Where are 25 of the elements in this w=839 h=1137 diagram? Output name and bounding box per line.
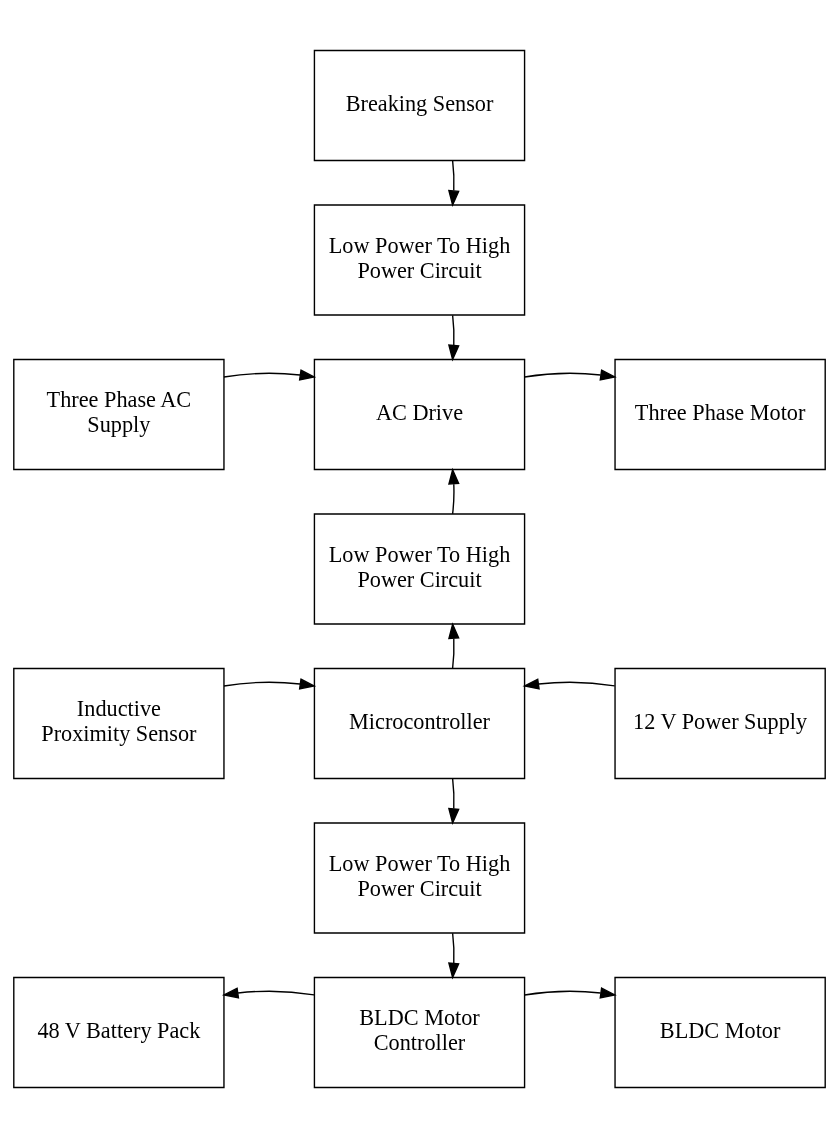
node-box: AC Drive: [313, 358, 526, 470]
arrow: [221, 986, 315, 999]
node-box: 12 V Power Supply: [614, 667, 826, 779]
arrow: [223, 677, 317, 690]
arrow: [447, 159, 460, 207]
arrow: [223, 368, 317, 381]
node-box: Breaking Sensor: [313, 49, 526, 161]
node-box: Low Power To High Power Circuit: [313, 821, 526, 934]
arrow: [447, 621, 460, 669]
arrow: [523, 986, 617, 999]
arrow: [447, 932, 460, 979]
node-box: Low Power To High Power Circuit: [313, 203, 526, 316]
arrow: [447, 467, 460, 515]
node-box: Inductive Proximity Sensor: [13, 667, 225, 779]
node-box: Three Phase Motor: [614, 358, 826, 470]
node-box: Three Phase AC Supply: [13, 358, 225, 470]
arrow: [447, 777, 460, 825]
node-box: 48 V Battery Pack: [13, 976, 225, 1088]
node-box: Microcontroller: [313, 667, 526, 779]
arrow: [523, 368, 617, 381]
arrow: [522, 677, 616, 690]
node-box: Low Power To High Power Circuit: [313, 512, 526, 625]
arrow: [447, 314, 460, 361]
node-box: BLDC Motor Controller: [313, 976, 526, 1088]
node-box: BLDC Motor: [614, 976, 826, 1088]
